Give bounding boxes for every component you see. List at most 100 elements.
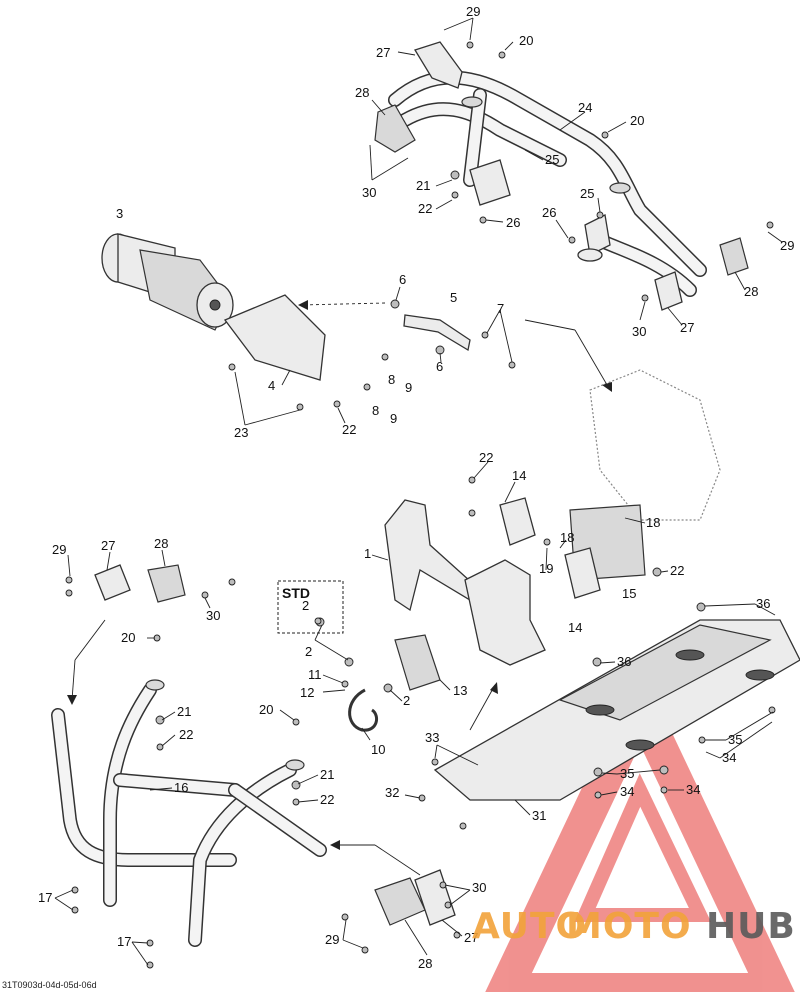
bracket-5 bbox=[403, 314, 471, 352]
label-34: 34 bbox=[722, 750, 736, 765]
label-34-lower: 34 bbox=[620, 784, 634, 799]
label-29-left: 29 bbox=[52, 542, 66, 557]
label-1: 1 bbox=[364, 546, 371, 561]
label-27-top: 27 bbox=[376, 45, 390, 60]
label-10: 10 bbox=[371, 742, 385, 757]
std-box: STD 2 bbox=[277, 580, 344, 634]
label-20-top-right: 20 bbox=[630, 113, 644, 128]
label-21-left: 21 bbox=[177, 704, 191, 719]
label-25-top: 25 bbox=[545, 152, 559, 167]
label-35: 35 bbox=[728, 732, 742, 747]
label-22-left: 22 bbox=[179, 727, 193, 742]
label-24: 24 bbox=[578, 100, 592, 115]
label-16: 16 bbox=[174, 780, 188, 795]
label-14-bottom: 14 bbox=[568, 620, 582, 635]
label-29-right: 29 bbox=[780, 238, 794, 253]
bracket-28-right bbox=[719, 237, 749, 276]
bracket-14-bottom bbox=[564, 547, 601, 599]
label-7: 7 bbox=[497, 301, 504, 316]
label-25-right: 25 bbox=[580, 186, 594, 201]
bracket-27-bottom bbox=[414, 869, 456, 926]
label-28-left: 28 bbox=[154, 536, 168, 551]
watermark-hub: HUB bbox=[706, 906, 796, 947]
label-17-lower: 17 bbox=[117, 934, 131, 949]
bracket-27-right bbox=[654, 271, 683, 311]
label-9-lower: 9 bbox=[390, 411, 397, 426]
watermark-auto: AUTO bbox=[472, 906, 587, 947]
label-28-bottom: 28 bbox=[418, 956, 432, 971]
label-34-right: 34 bbox=[686, 782, 700, 797]
hardware bbox=[65, 41, 776, 969]
watermark-triangle bbox=[485, 665, 795, 992]
label-26-top: 26 bbox=[506, 215, 520, 230]
bracket-27-left bbox=[94, 564, 131, 601]
label-30-top: 30 bbox=[362, 185, 376, 200]
part-labels: 29 27 20 28 24 20 25 30 21 22 26 25 26 2… bbox=[38, 4, 794, 971]
bracket-28-left bbox=[147, 564, 186, 603]
label-29-bottom: 29 bbox=[325, 932, 339, 947]
frame-ghost bbox=[589, 369, 721, 521]
label-26-right: 26 bbox=[542, 205, 556, 220]
label-11: 11 bbox=[308, 667, 322, 682]
label-29-top: 29 bbox=[466, 4, 480, 19]
label-28-top: 28 bbox=[355, 85, 369, 100]
label-17: 17 bbox=[38, 890, 52, 905]
label-19: 19 bbox=[539, 561, 553, 576]
hook-10 bbox=[348, 688, 379, 732]
label-36-lower: 36 bbox=[617, 654, 631, 669]
watermark-text: AUTO MOTO HUB bbox=[472, 906, 796, 947]
std-box-title: STD bbox=[282, 585, 310, 601]
label-31: 31 bbox=[532, 808, 546, 823]
bumper-1 bbox=[384, 499, 481, 612]
label-21-top: 21 bbox=[416, 178, 430, 193]
label-9: 9 bbox=[405, 380, 412, 395]
label-18: 18 bbox=[646, 515, 660, 530]
label-22-mid: 22 bbox=[479, 450, 493, 465]
label-20-top: 20 bbox=[519, 33, 533, 48]
label-27-left: 27 bbox=[101, 538, 115, 553]
label-3: 3 bbox=[116, 206, 123, 221]
label-33: 33 bbox=[425, 730, 439, 745]
subframe-24 bbox=[388, 70, 707, 297]
watermark-moto: MOTO bbox=[566, 906, 692, 947]
bumper-16 bbox=[51, 679, 327, 947]
leader-lines bbox=[54, 17, 783, 966]
label-22-mid-left: 22 bbox=[320, 792, 334, 807]
label-30-left: 30 bbox=[206, 608, 220, 623]
label-18-lower: 18 bbox=[560, 530, 574, 545]
label-30-right: 30 bbox=[632, 324, 646, 339]
watermark-logo bbox=[485, 665, 795, 992]
label-6: 6 bbox=[399, 272, 406, 287]
label-5: 5 bbox=[450, 290, 457, 305]
label-36: 36 bbox=[756, 596, 770, 611]
label-20-mid: 20 bbox=[259, 702, 273, 717]
guard-right bbox=[464, 559, 546, 666]
label-22-top: 22 bbox=[418, 201, 432, 216]
watermark-triangle-inner bbox=[574, 773, 712, 922]
std-box-part: 2 bbox=[302, 598, 309, 613]
label-32: 32 bbox=[385, 785, 399, 800]
winch-plate-4 bbox=[223, 294, 326, 381]
label-12: 12 bbox=[300, 685, 314, 700]
bracket-28-top bbox=[374, 104, 416, 153]
label-2: 2 bbox=[305, 644, 312, 659]
label-21-mid: 21 bbox=[320, 767, 334, 782]
label-15: 15 bbox=[622, 586, 636, 601]
label-28-right: 28 bbox=[744, 284, 758, 299]
label-14-top: 14 bbox=[512, 468, 526, 483]
bracket-13 bbox=[394, 634, 441, 691]
winch-3 bbox=[101, 233, 234, 331]
std-box-frame bbox=[277, 580, 344, 634]
label-22-right: 22 bbox=[670, 563, 684, 578]
label-35-lower: 35 bbox=[620, 766, 634, 781]
label-13: 13 bbox=[453, 683, 467, 698]
label-4: 4 bbox=[268, 378, 275, 393]
label-8: 8 bbox=[388, 372, 395, 387]
label-30-bottom: 30 bbox=[472, 880, 486, 895]
label-6-lower: 6 bbox=[436, 359, 443, 374]
label-22-winch: 22 bbox=[342, 422, 356, 437]
label-27-right: 27 bbox=[680, 320, 694, 335]
label-23: 23 bbox=[234, 425, 248, 440]
bracket-27-top bbox=[414, 41, 463, 89]
